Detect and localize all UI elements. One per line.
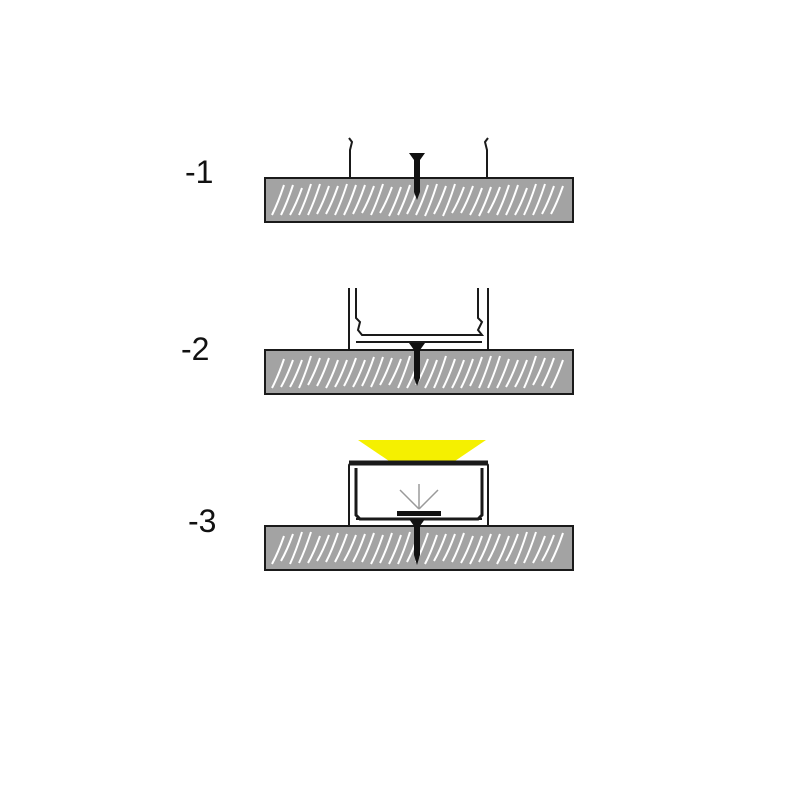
step-label-3: -3 — [188, 503, 216, 539]
screw-icon — [409, 519, 425, 565]
light-beam — [358, 440, 486, 463]
step-1-clips — [348, 137, 489, 178]
step-label-1: -1 — [185, 154, 213, 190]
led-strip — [397, 484, 441, 516]
light-rays-icon — [399, 484, 439, 510]
step-label-2: -2 — [181, 331, 209, 367]
step-2-profile — [348, 288, 489, 351]
screw-icon — [409, 343, 425, 386]
screw-icon — [409, 153, 425, 200]
step-3-profile — [348, 460, 489, 527]
